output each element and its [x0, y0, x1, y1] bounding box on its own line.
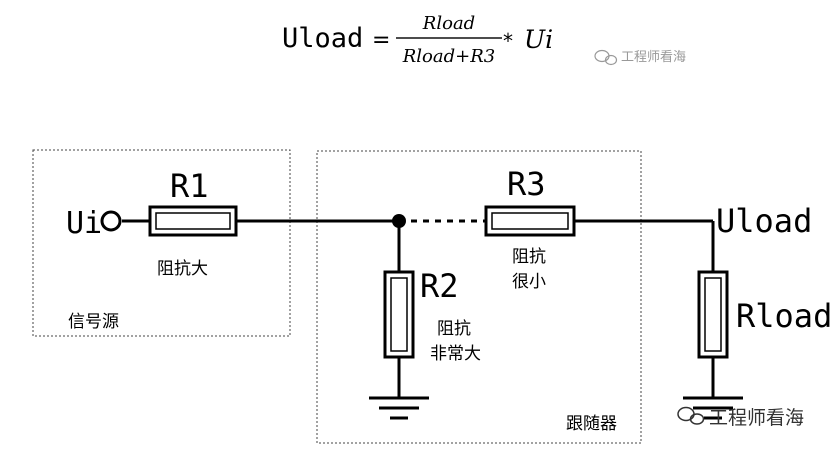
formula-times: * — [503, 29, 513, 53]
formula-lhs: Uload — [282, 23, 363, 54]
follower-box-label: 跟随器 — [566, 414, 617, 434]
r1-label: R1 — [170, 167, 209, 205]
watermark-top-text: 工程师看海 — [621, 49, 686, 65]
source-box-label: 信号源 — [68, 312, 119, 332]
r3-note-2: 很小 — [512, 272, 546, 292]
rload-label: Rload — [736, 297, 832, 335]
ground-r2 — [369, 396, 429, 420]
resistor-rload — [697, 270, 729, 359]
source-box — [32, 149, 291, 337]
resistor-r3 — [484, 205, 576, 237]
input-label: Ui — [66, 206, 102, 241]
ground-rload — [683, 396, 743, 420]
follower-box — [316, 150, 642, 444]
wechat-icon — [594, 49, 610, 63]
formula-denominator: Rload+R3 — [402, 46, 496, 67]
watermark-bottom-text: 工程师看海 — [709, 407, 804, 429]
formula-numerator: Rload — [422, 13, 475, 34]
output-label: Uload — [716, 202, 812, 240]
r2-note-2: 非常大 — [430, 344, 481, 364]
formula-equals: = — [372, 28, 390, 53]
r1-note: 阻抗大 — [157, 259, 208, 279]
resistor-r2 — [383, 270, 415, 359]
r3-note-1: 阻抗 — [512, 247, 546, 267]
junction-dot — [392, 214, 406, 228]
formula-rhs: Ui — [524, 25, 553, 54]
r2-label: R2 — [420, 267, 459, 305]
formula: Uload = Rload Rload+R3 * Ui — [282, 13, 553, 67]
watermark-bottom — [677, 406, 705, 425]
r3-label: R3 — [507, 165, 546, 203]
wechat-icon — [677, 406, 695, 422]
resistor-r1 — [148, 205, 238, 237]
r2-note-1: 阻抗 — [437, 319, 471, 339]
wires — [122, 219, 715, 398]
watermark-top — [594, 49, 618, 66]
input-terminal — [100, 210, 122, 232]
